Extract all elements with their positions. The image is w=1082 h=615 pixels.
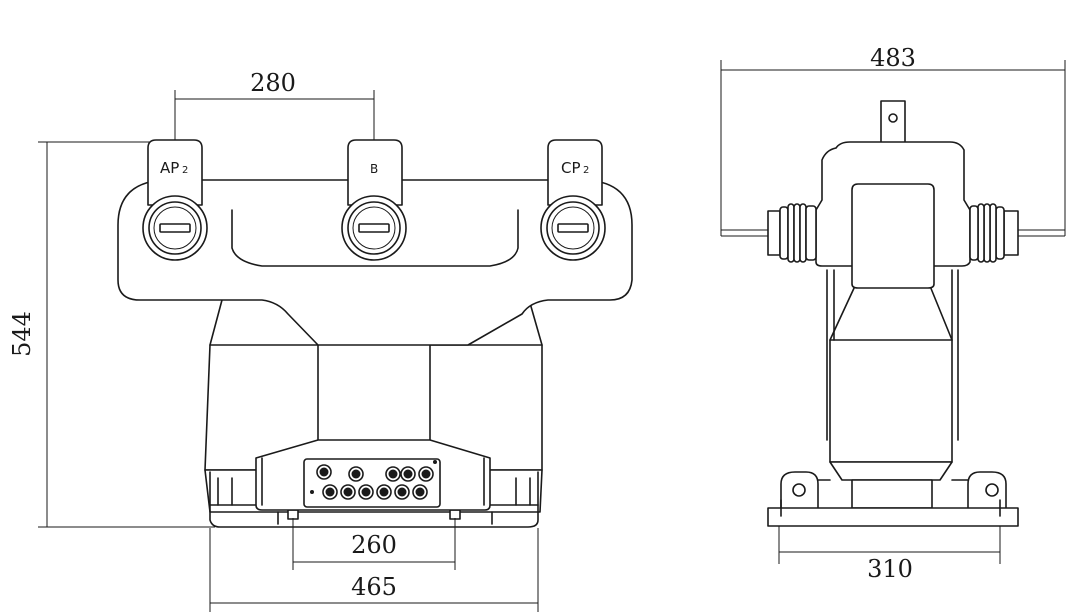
dim-label-310: 310 xyxy=(867,555,913,583)
terminal-sub-c: 2 xyxy=(583,165,589,176)
terminal-studs xyxy=(310,460,437,500)
terminal-disc-a xyxy=(142,195,208,261)
dim-label-465: 465 xyxy=(351,573,397,601)
terminal-label-b: B xyxy=(370,162,378,176)
side-column xyxy=(829,285,953,463)
head-recess xyxy=(231,209,519,267)
dimension-465: 465 xyxy=(209,528,539,612)
terminal-post-a: AP 2 xyxy=(147,139,203,206)
dimension-280: 280 xyxy=(174,69,375,140)
dimension-260: 260 xyxy=(292,518,456,570)
terminal-disc-b xyxy=(341,195,407,261)
mounting-feet xyxy=(780,471,1007,509)
lifting-tab xyxy=(880,100,906,144)
terminal-label-a: AP xyxy=(160,159,179,177)
terminal-label-c: CP xyxy=(561,159,581,177)
dim-label-260: 260 xyxy=(351,531,397,559)
left-bushing xyxy=(720,203,817,263)
secondary-terminal-box xyxy=(255,439,491,511)
dimension-483: 483 xyxy=(720,44,1066,236)
terminal-post-b: B xyxy=(347,139,403,206)
dimension-544: 544 xyxy=(8,141,215,528)
dimension-310: 310 xyxy=(778,526,1001,583)
dim-label-483: 483 xyxy=(870,44,916,72)
terminal-sub-a: 2 xyxy=(182,165,188,176)
head-body xyxy=(117,179,633,346)
side-base-plate xyxy=(767,507,1019,527)
dim-label-544: 544 xyxy=(8,311,36,357)
terminal-disc-c xyxy=(540,195,606,261)
dim-label-280: 280 xyxy=(250,69,296,97)
front-view: 280 544 AP 2 B CP 2 xyxy=(8,69,633,612)
side-view: 483 xyxy=(720,44,1066,583)
right-bushing xyxy=(969,203,1066,263)
terminal-post-c: CP 2 xyxy=(547,139,603,206)
